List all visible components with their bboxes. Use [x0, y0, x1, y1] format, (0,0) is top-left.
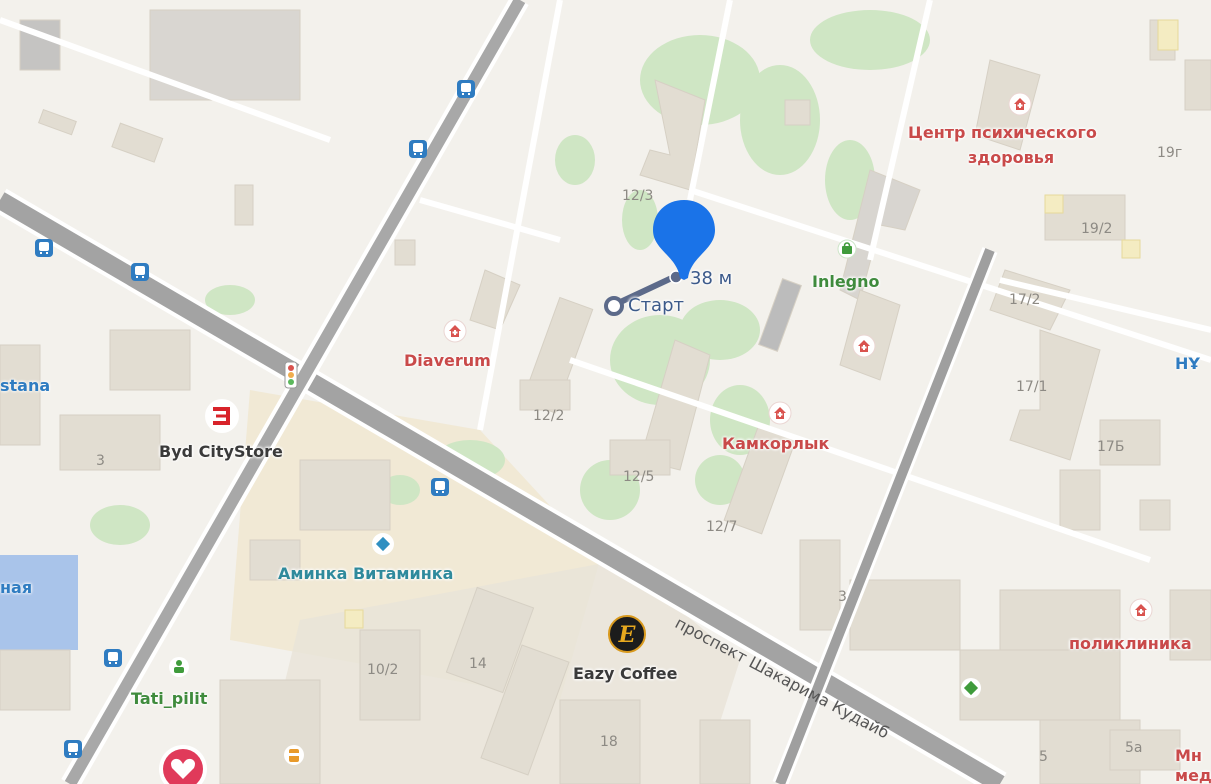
person-icon[interactable] — [168, 656, 190, 678]
bus-stop-icon[interactable] — [456, 79, 476, 99]
location-pin-icon[interactable] — [650, 198, 718, 282]
house-number: 17/1 — [1016, 379, 1048, 395]
coffee-e-icon[interactable]: E — [608, 615, 646, 653]
traffic-light-icon — [284, 361, 298, 389]
house-number: 3 — [838, 589, 847, 605]
place-label-aminka[interactable]: Аминка Витаминка — [278, 564, 454, 583]
house-number: 17/2 — [1009, 292, 1041, 308]
place-label-inlegno[interactable]: Inlegno — [812, 272, 880, 291]
place-label-kamkorlyk[interactable]: Камкорлык — [722, 434, 830, 453]
house-number: 19/2 — [1081, 221, 1113, 237]
house-number: 12/3 — [622, 188, 654, 204]
bus-stop-icon[interactable] — [63, 739, 83, 759]
bus-stop-icon[interactable] — [130, 262, 150, 282]
route-distance-label: 38 м — [690, 268, 733, 289]
place-label-left-partial[interactable]: ная — [0, 578, 33, 597]
shopping-bag-icon[interactable] — [837, 239, 857, 259]
place-label-polyclinic[interactable]: поликлиника — [1069, 634, 1192, 653]
bus-stop-icon[interactable] — [34, 238, 54, 258]
house-number: 12/7 — [706, 519, 738, 535]
house-number: 12/2 — [533, 408, 565, 424]
medical-house-icon[interactable] — [768, 401, 792, 425]
green-diamond-icon[interactable] — [960, 677, 982, 699]
place-label-mental-health-center-2[interactable]: здоровья — [968, 148, 1055, 167]
house-number: 17Б — [1097, 439, 1125, 455]
house-number: 14 — [469, 656, 487, 672]
blue-diamond-icon[interactable] — [371, 532, 395, 556]
place-label-nur-partial[interactable]: НҰ — [1175, 354, 1200, 373]
bus-stop-icon[interactable] — [430, 477, 450, 497]
byd-logo-icon[interactable] — [204, 398, 240, 434]
place-label-mental-health-center[interactable]: Центр психического — [908, 123, 1097, 142]
house-number: 5 — [1039, 749, 1048, 765]
house-number: 10/2 — [367, 662, 399, 678]
place-label-right-bottom-2[interactable]: мед — [1175, 766, 1211, 784]
bus-stop-icon[interactable] — [408, 139, 428, 159]
place-label-tati-pilit[interactable]: Tati_pilit — [131, 689, 208, 708]
svg-text:E: E — [618, 622, 637, 648]
medical-house-icon[interactable] — [1008, 92, 1032, 116]
place-label-byd-citystore[interactable]: Byd CityStore — [159, 442, 283, 461]
bus-stop-icon[interactable] — [103, 648, 123, 668]
route-start-marker[interactable] — [603, 295, 625, 317]
medical-house-icon[interactable] — [1129, 598, 1153, 622]
coffee-cup-icon[interactable] — [283, 742, 305, 768]
house-number: 18 — [600, 734, 618, 750]
house-number: 12/5 — [623, 469, 655, 485]
place-label-right-bottom-1[interactable]: Мн — [1175, 746, 1202, 765]
medical-house-icon[interactable] — [852, 334, 876, 358]
house-number: 19г — [1157, 145, 1183, 161]
place-label-astana-partial[interactable]: stana — [0, 376, 51, 395]
place-label-diaverum[interactable]: Diaverum — [404, 351, 491, 370]
house-number: 3 — [96, 453, 105, 469]
route-start-label: Старт — [628, 295, 684, 316]
place-label-eazy-coffee[interactable]: Eazy Coffee — [573, 664, 678, 683]
house-number: 5а — [1125, 740, 1143, 756]
heart-icon[interactable] — [157, 743, 209, 784]
medical-house-icon[interactable] — [443, 319, 467, 343]
